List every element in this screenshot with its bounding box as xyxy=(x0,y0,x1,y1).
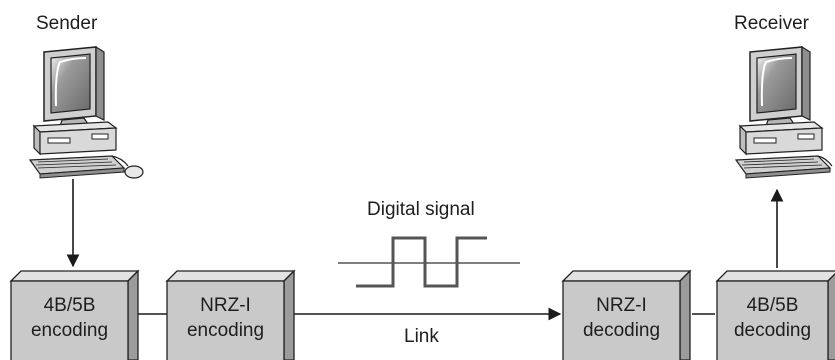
box-nrzi-encoding xyxy=(165,269,296,360)
box-label-4b5b-encoding: 4B/5B encoding xyxy=(11,293,128,343)
box-line1: NRZ-I xyxy=(596,295,647,316)
receiver-computer-icon xyxy=(734,45,833,179)
box-nrzi-decoding xyxy=(561,269,692,360)
link-label: Link xyxy=(404,326,439,347)
box-line2: decoding xyxy=(733,320,812,341)
box-line2: decoding xyxy=(582,320,661,341)
sender-computer-icon xyxy=(28,45,144,179)
digital-signal-waveform xyxy=(338,236,520,288)
box-4b5b-encoding xyxy=(9,269,140,360)
receiver-label: Receiver xyxy=(734,13,809,34)
box-line1: 4B/5B xyxy=(43,295,96,316)
box-label-nrzi-decoding: NRZ-I decoding xyxy=(563,293,680,343)
box-label-nrzi-encoding: NRZ-I encoding xyxy=(167,293,284,343)
box-line2: encoding xyxy=(186,320,265,341)
signal-label: Digital signal xyxy=(367,199,475,220)
box-line2: encoding xyxy=(30,320,109,341)
box-line1: 4B/5B xyxy=(746,295,799,316)
sender-label: Sender xyxy=(36,13,98,34)
box-label-4b5b-decoding: 4B/5B decoding xyxy=(717,293,828,343)
box-line1: NRZ-I xyxy=(200,295,251,316)
